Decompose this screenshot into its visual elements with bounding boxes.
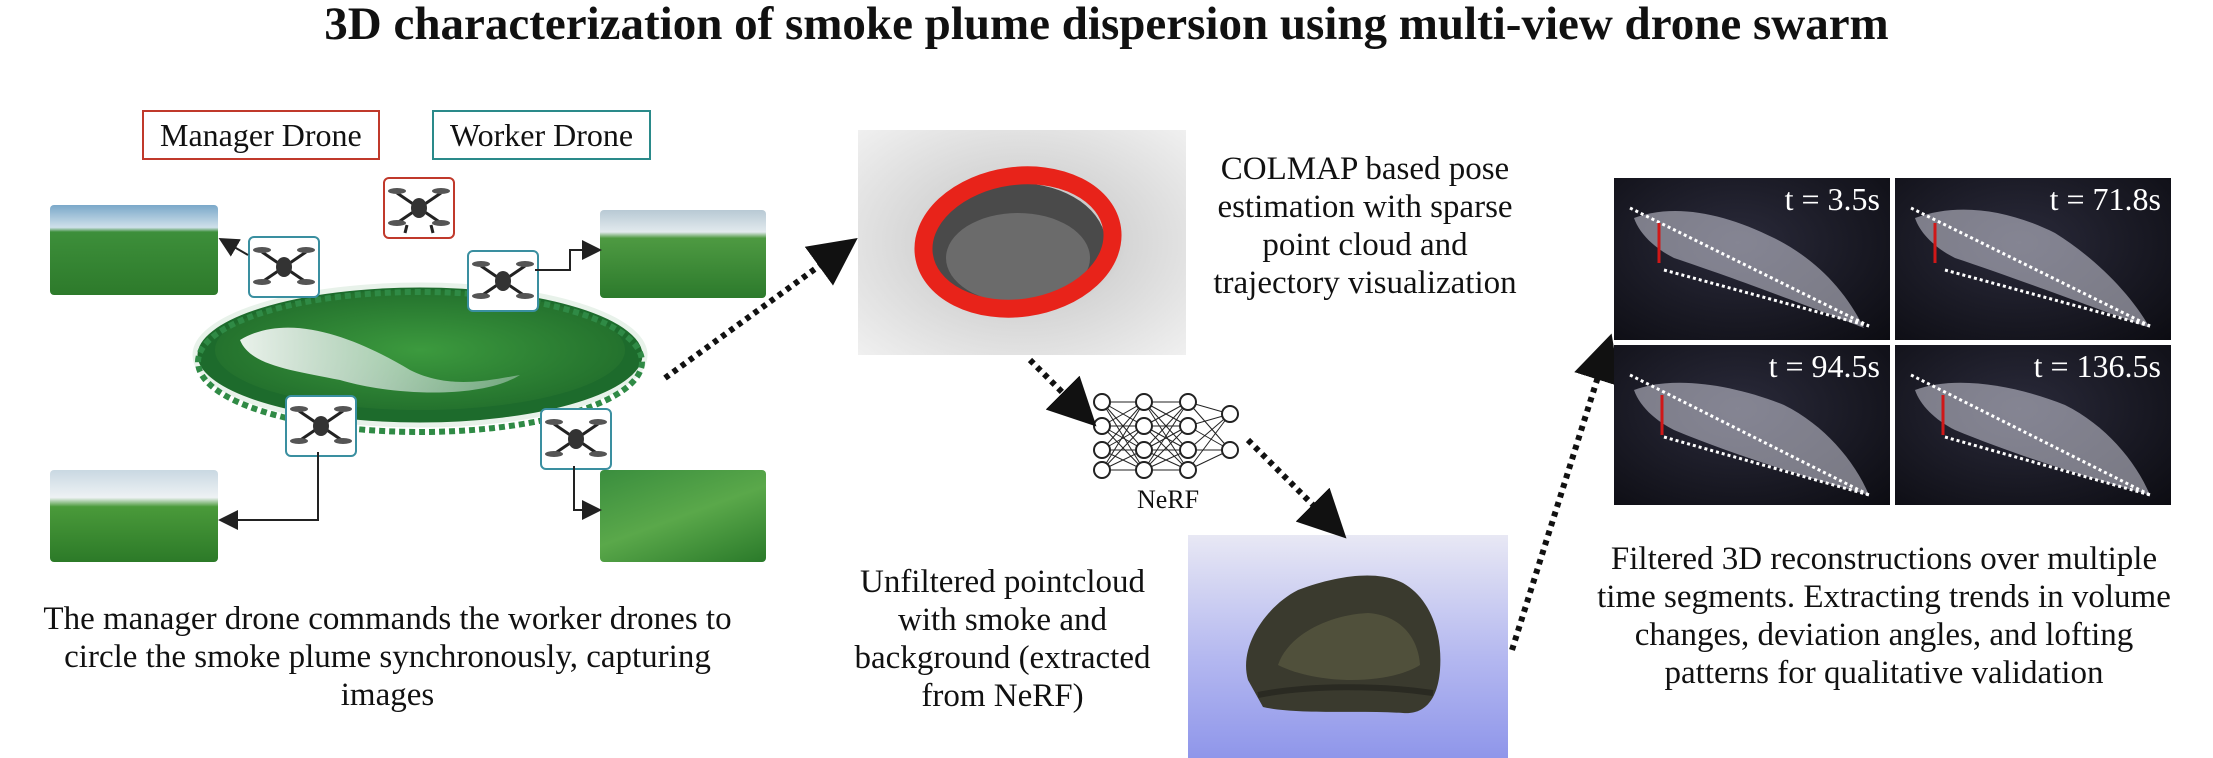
time-panel: t = 136.5s: [1895, 345, 2171, 505]
time-label: t = 136.5s: [2033, 348, 2161, 384]
filtered-caption: Filtered 3D reconstructions over multipl…: [1597, 541, 2171, 691]
unfiltered-caption: Unfiltered pointcloud with smoke and bac…: [854, 564, 1151, 714]
worker-camera-view-top-left: [50, 205, 218, 295]
worker-camera-view-top-right: [600, 210, 766, 298]
time-panel: t = 3.5s: [1614, 178, 1890, 340]
time-label: t = 94.5s: [1768, 348, 1880, 384]
time-panel: t = 71.8s: [1895, 178, 2171, 340]
worker-drone-icon: [467, 250, 539, 312]
plume-orbit-scene: [190, 270, 650, 435]
time-label: t = 71.8s: [2049, 181, 2161, 217]
unfiltered-nerf-pointcloud: [1188, 535, 1508, 758]
swarm-caption: The manager drone commands the worker dr…: [43, 601, 732, 713]
legend-worker-drone: Worker Drone: [432, 110, 652, 160]
colmap-caption: COLMAP based pose estimation with sparse…: [1213, 151, 1517, 301]
figure-title: 3D characterization of smoke plume dispe…: [324, 0, 1889, 50]
manager-drone-icon: [383, 177, 455, 239]
time-label: t = 3.5s: [1784, 181, 1880, 217]
worker-camera-view-bottom-right: [600, 470, 766, 562]
time-panel: t = 94.5s: [1614, 345, 1890, 505]
neural-network-icon: [1088, 390, 1248, 480]
worker-drone-icon: [285, 395, 357, 457]
legend-manager-drone: Manager Drone: [142, 110, 380, 160]
colmap-sparse-pointcloud: [858, 130, 1186, 355]
drone-to-view-connectors: [218, 238, 602, 530]
worker-drone-icon: [540, 408, 612, 470]
worker-drone-icon: [248, 236, 320, 298]
nerf-label: NeRF: [1136, 485, 1200, 514]
worker-camera-view-bottom-left: [50, 470, 218, 562]
